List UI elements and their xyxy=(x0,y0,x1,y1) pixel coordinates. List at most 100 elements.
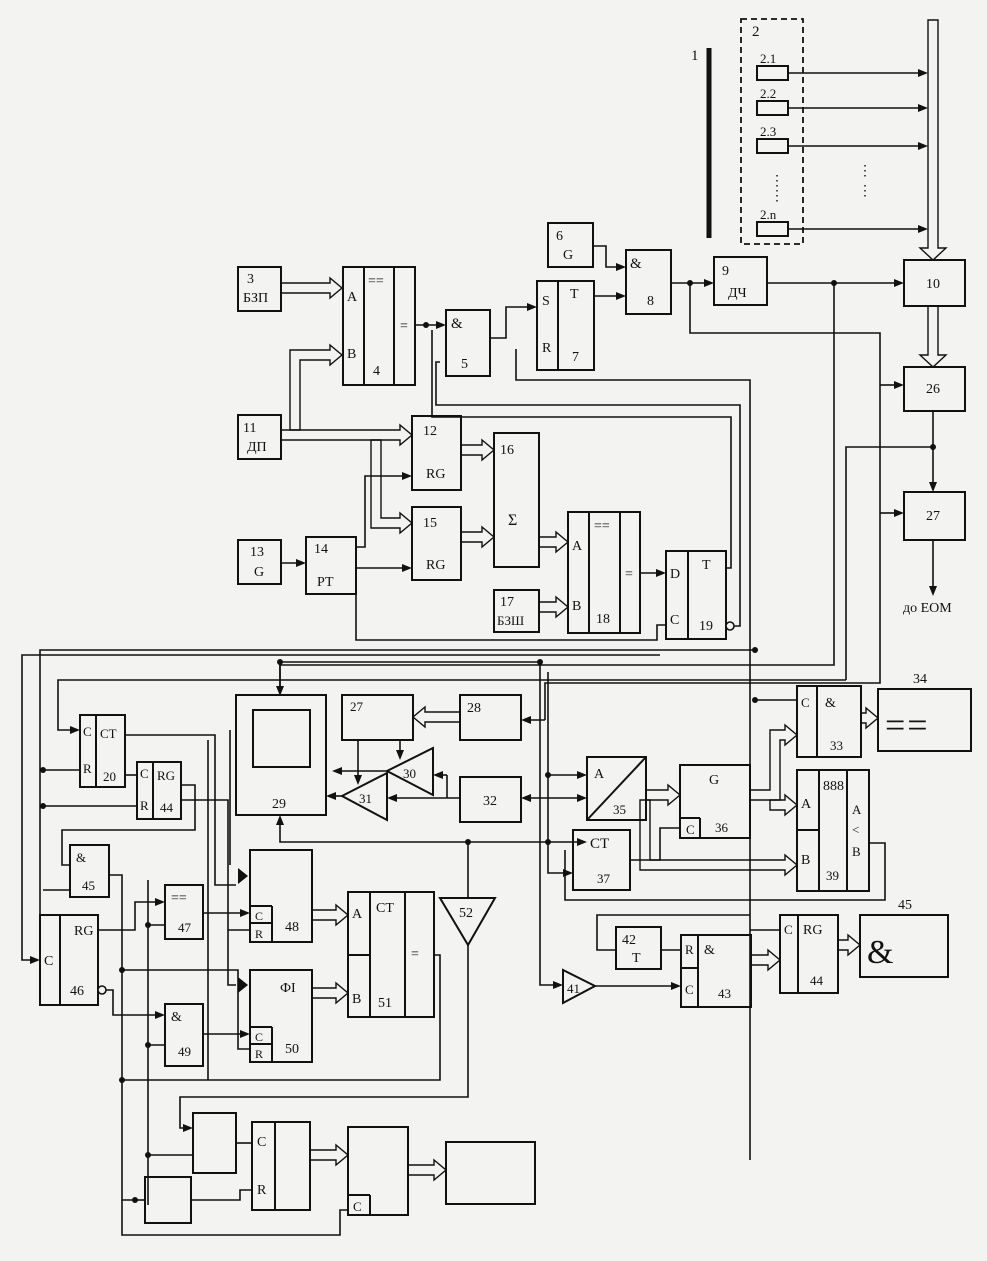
block-35: 41 xyxy=(562,968,598,1005)
svg-text:17: 17 xyxy=(500,595,514,610)
svg-text:10: 10 xyxy=(926,277,940,292)
svg-text:9: 9 xyxy=(722,264,729,279)
svg-text:R: R xyxy=(255,1047,263,1061)
svg-text:18: 18 xyxy=(596,612,610,627)
svg-text:20: 20 xyxy=(103,769,116,784)
svg-text:44: 44 xyxy=(810,973,824,988)
svg-text:2.n: 2.n xyxy=(760,207,777,222)
svg-text:19: 19 xyxy=(699,619,713,634)
svg-text:2.2: 2.2 xyxy=(760,86,776,101)
block-39: 45 & xyxy=(859,898,949,978)
block-14: 14 РТ xyxy=(305,536,357,595)
svg-text:CT: CT xyxy=(100,726,117,741)
svg-text:51: 51 xyxy=(378,996,392,1011)
svg-text:&: & xyxy=(171,1010,182,1025)
svg-text:C: C xyxy=(257,1135,266,1150)
block-32: G C 36 xyxy=(679,764,751,839)
svg-text:48: 48 xyxy=(285,920,299,935)
block-44: C R 48 xyxy=(249,849,313,943)
svg-text:27: 27 xyxy=(350,699,364,714)
svg-text:==: == xyxy=(171,891,187,906)
block-7: S R T 7 xyxy=(536,280,595,371)
block-26: 30 xyxy=(384,746,434,797)
svg-text:52: 52 xyxy=(459,906,473,921)
svg-text:2.3: 2.3 xyxy=(760,124,776,139)
svg-text:28: 28 xyxy=(467,701,481,716)
svg-text:50: 50 xyxy=(285,1042,299,1057)
svg-text:37: 37 xyxy=(597,871,611,886)
svg-text:A: A xyxy=(352,907,363,922)
svg-text:B: B xyxy=(352,992,361,1007)
block-6: 6 G xyxy=(547,222,594,268)
block-2-1: 2.1 xyxy=(756,51,789,81)
svg-text:C: C xyxy=(685,982,694,997)
block-23: 27 xyxy=(341,694,414,741)
svg-text:R: R xyxy=(542,341,552,356)
block-4: A B == = 4 xyxy=(342,266,416,386)
svg-text:РТ: РТ xyxy=(317,575,334,590)
svg-text:36: 36 xyxy=(715,820,729,835)
block-9: 9 ДЧ xyxy=(713,256,768,306)
svg-text:43: 43 xyxy=(718,986,731,1001)
svg-text:RG: RG xyxy=(803,923,822,938)
block-30: 34 == xyxy=(877,672,972,752)
svg-text:C: C xyxy=(255,909,263,923)
block-28: 32 xyxy=(459,776,522,823)
block-10: 10 xyxy=(903,259,966,307)
svg-text:=: = xyxy=(625,567,633,582)
block-22: 27 xyxy=(903,491,966,541)
block-40: C R RG 44 xyxy=(136,761,182,820)
svg-text:C: C xyxy=(255,1030,263,1044)
block-52: C xyxy=(347,1126,409,1216)
svg-text:8: 8 xyxy=(647,294,654,309)
svg-text:47: 47 xyxy=(178,920,192,935)
block-37: R C & 43 xyxy=(680,934,752,1008)
block-2-group xyxy=(740,18,804,245)
svg-text:34: 34 xyxy=(913,672,927,687)
svg-text:41: 41 xyxy=(567,981,580,996)
svg-text:RG: RG xyxy=(157,768,175,783)
svg-text:R: R xyxy=(83,761,92,776)
sensor-vertical-dots-2: ⋮ xyxy=(770,189,784,204)
block-33: CT 37 xyxy=(572,829,631,891)
svg-text:=: = xyxy=(411,947,419,962)
block-3: 3 БЗП xyxy=(237,266,282,312)
svg-text:45: 45 xyxy=(898,898,912,913)
block-13: 13 G xyxy=(237,539,282,585)
svg-text:==: == xyxy=(594,519,610,534)
svg-text:T: T xyxy=(570,287,579,302)
svg-text:44: 44 xyxy=(160,800,174,815)
svg-text:4: 4 xyxy=(373,364,380,379)
block-45: & 49 xyxy=(164,1003,204,1067)
svg-text:5: 5 xyxy=(461,357,468,372)
svg-text:R: R xyxy=(140,798,149,813)
svg-text:C: C xyxy=(44,954,53,969)
svg-text:ДЧ: ДЧ xyxy=(728,286,747,301)
block-27: 31 xyxy=(339,771,388,822)
svg-text:35: 35 xyxy=(613,802,626,817)
block-29: C & 33 xyxy=(796,685,862,758)
svg-text:C: C xyxy=(670,613,679,628)
block-11: 11 ДП xyxy=(237,414,282,460)
svg-text:RG: RG xyxy=(426,558,445,573)
svg-text:32: 32 xyxy=(483,794,497,809)
svg-text:ДП: ДП xyxy=(247,440,267,455)
svg-text:B: B xyxy=(801,853,810,868)
svg-text:14: 14 xyxy=(314,542,328,557)
svg-text:==: == xyxy=(368,274,384,289)
svg-text:B: B xyxy=(347,347,356,362)
block-36: 42 T xyxy=(615,926,662,970)
block-53 xyxy=(445,1141,536,1205)
block-46: ФІ C R 50 xyxy=(249,969,313,1063)
svg-text:27: 27 xyxy=(926,509,940,524)
block-15: 15 RG xyxy=(411,506,462,581)
svg-text:БЗШ: БЗШ xyxy=(497,613,524,628)
svg-text:C: C xyxy=(83,724,92,739)
svg-text:C: C xyxy=(140,766,149,781)
block-38: C RG 44 xyxy=(779,914,839,994)
svg-text:3: 3 xyxy=(247,272,254,287)
svg-text:ФІ: ФІ xyxy=(280,981,296,996)
svg-text:30: 30 xyxy=(403,766,416,781)
block-8: & 8 xyxy=(625,249,672,315)
